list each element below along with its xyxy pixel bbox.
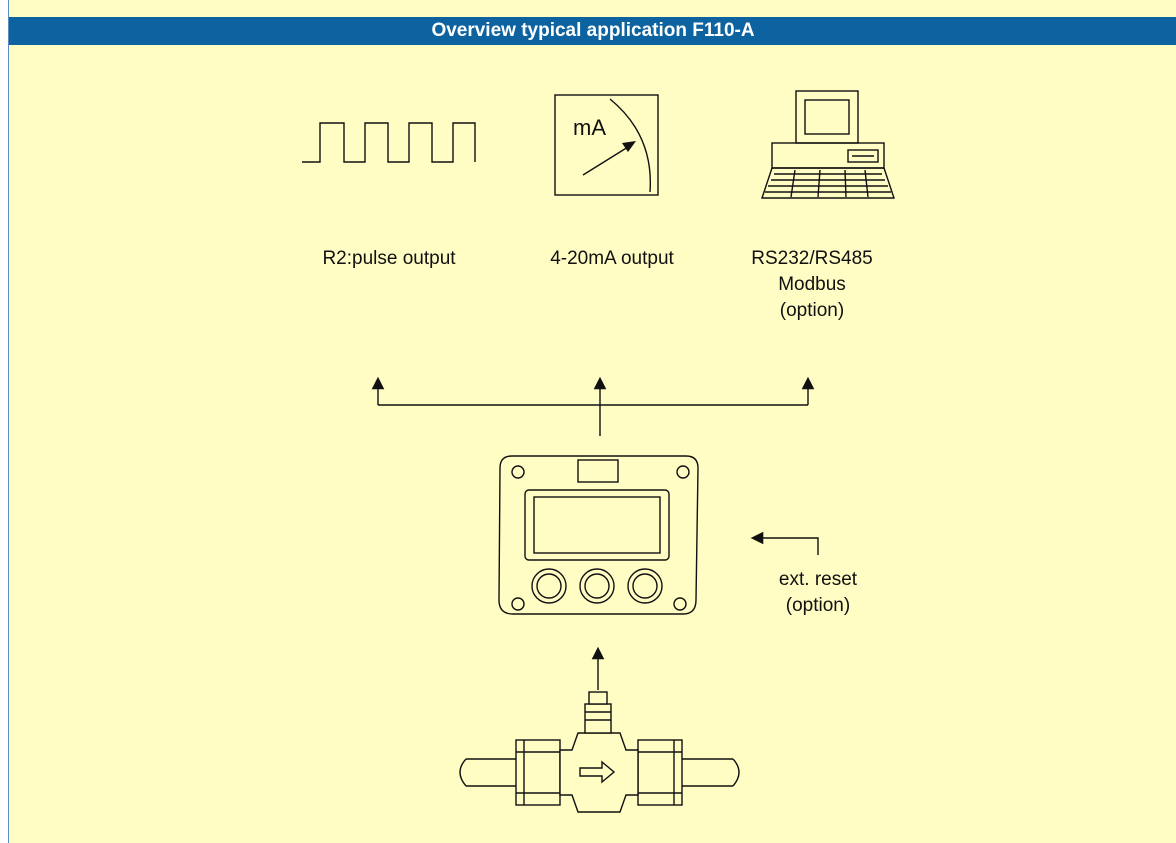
square-wave-icon	[302, 122, 476, 163]
computer-icon	[761, 90, 895, 199]
reset-connector	[750, 531, 819, 555]
indicator-device-icon	[498, 455, 699, 615]
reset-label-line2: (option)	[786, 595, 850, 616]
pulse-output-label: R2:pulse output	[322, 248, 456, 269]
reset-label-line1: ext. reset	[779, 569, 858, 590]
ammeter-icon: mA	[554, 94, 659, 196]
comm-label-line3: (option)	[780, 300, 844, 321]
comm-label-line2: Modbus	[778, 274, 846, 295]
meter-unit-label: mA	[573, 115, 606, 140]
diagram-title: Overview typical application F110-A	[9, 17, 1176, 45]
comm-label-line1: RS232/RS485	[751, 248, 872, 269]
flow-sensor-icon	[459, 691, 740, 813]
output-connectors	[371, 376, 815, 436]
analog-output-label: 4-20mA output	[550, 248, 674, 269]
